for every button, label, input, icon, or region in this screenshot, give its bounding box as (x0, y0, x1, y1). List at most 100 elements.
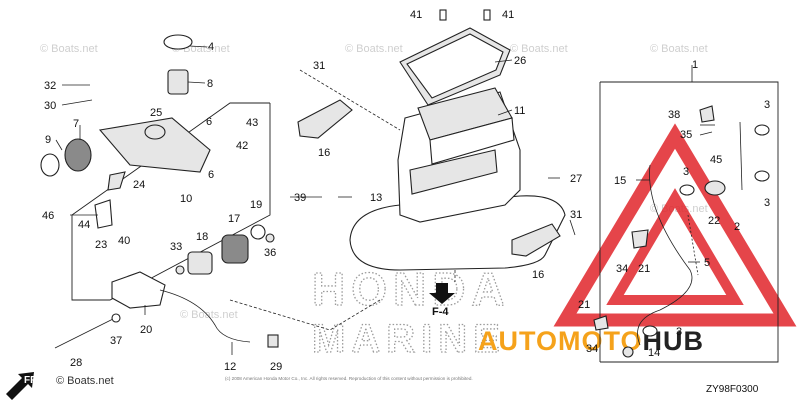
callout-16: 16 (318, 147, 330, 159)
callout-33: 33 (170, 241, 182, 253)
washer-37 (111, 313, 121, 323)
arrow-down-icon (429, 283, 455, 304)
callout-24: 24 (133, 179, 145, 191)
callout-27: 27 (570, 173, 582, 185)
grommet-7 (64, 138, 92, 172)
callout-17: 17 (228, 213, 240, 225)
callout-32: 32 (44, 80, 56, 92)
cover-16-lower (511, 223, 561, 257)
callout-15: 15 (614, 175, 626, 187)
callout-36: 36 (264, 247, 276, 259)
boats-net-watermark: © Boats.net (56, 375, 114, 387)
bolt-41b (483, 9, 491, 21)
callout-3: 3 (683, 166, 689, 178)
hose-group-frame (600, 81, 779, 363)
bolt-14 (622, 346, 634, 358)
watermark: © Boats.net (510, 43, 568, 55)
bolt-28 (54, 317, 116, 349)
callout-39: 39 (294, 192, 306, 204)
callout-18: 18 (196, 231, 208, 243)
callout-35: 35 (680, 129, 692, 141)
bolt-41a (439, 9, 447, 21)
clip-4 (163, 34, 193, 50)
clamp-9 (40, 153, 60, 177)
triangle-logo-inner (606, 188, 744, 305)
callout-21: 21 (638, 263, 650, 275)
callout-30: 30 (44, 100, 56, 112)
diagram-code: ZY98F0300 (706, 384, 759, 395)
callout-16: 16 (532, 269, 544, 281)
clip-24 (107, 171, 126, 191)
callout-21: 21 (578, 299, 590, 311)
bracket-assembly (40, 34, 211, 229)
clip-38 (699, 105, 715, 123)
watermark: © Boats.net (650, 43, 708, 55)
callout-45: 45 (710, 154, 722, 166)
callout-10: 10 (180, 193, 192, 205)
hose-assembly (593, 105, 770, 358)
callout-13: 13 (370, 192, 382, 204)
callout-28: 28 (70, 357, 82, 369)
callout-31: 31 (570, 209, 582, 221)
callout-37: 37 (110, 335, 122, 347)
gasket-inner (406, 33, 504, 99)
callout-6: 6 (208, 169, 214, 181)
callout-38: 38 (668, 109, 680, 121)
callout-40: 40 (118, 235, 130, 247)
holder-20 (111, 271, 166, 309)
nut-36 (265, 233, 275, 243)
leader-dashes (229, 69, 456, 331)
triangle-logo-outer (553, 123, 797, 327)
callout-4: 4 (208, 41, 214, 53)
oil-case-assembly (349, 27, 566, 271)
callout-14: 14 (648, 347, 660, 359)
callout-41: 41 (502, 9, 514, 21)
callout-7: 7 (73, 118, 79, 130)
reference-arrow: F-4 (429, 283, 455, 318)
callout-5: 5 (704, 257, 710, 269)
callout-29: 29 (270, 361, 282, 373)
callout-20: 20 (140, 324, 152, 336)
clip-3c (679, 184, 695, 196)
callout-31: 31 (313, 60, 325, 72)
joint-22 (704, 180, 726, 196)
callout-3: 3 (764, 197, 770, 209)
clamp-21b (593, 315, 609, 331)
clip-3a (754, 124, 770, 136)
callout-46: 46 (42, 210, 54, 222)
bolt-33 (175, 265, 185, 275)
dash-line (299, 69, 401, 131)
plug-25 (144, 124, 166, 140)
callout-42: 42 (236, 140, 248, 152)
bracket-10 (98, 117, 211, 173)
callout-11: 11 (514, 105, 525, 117)
callout-43: 43 (246, 117, 258, 129)
callout-34: 34 (586, 343, 598, 355)
reference-label: F-4 (432, 306, 449, 318)
callout-41: 41 (410, 9, 422, 21)
callout-6: 6 (206, 116, 212, 128)
bracket-23 (94, 199, 113, 229)
callout-1: 1 (692, 59, 698, 71)
callout-3: 3 (764, 99, 770, 111)
bolt-29 (267, 334, 279, 348)
callouts: 1 2 3 3 3 3 4 5 6 6 7 8 9 10 11 12 13 14… (42, 9, 770, 373)
oil-case-side (409, 149, 498, 195)
collar-18 (187, 251, 213, 275)
bracket-group-frame (71, 102, 271, 301)
hose-15 (637, 164, 693, 346)
callout-9: 9 (45, 134, 51, 146)
watermark: © Boats.net (40, 43, 98, 55)
front-indicator: FR © Boats.net (6, 372, 114, 400)
cable-12 (159, 289, 251, 343)
marine-wordmark: MARINE (312, 317, 506, 361)
callout-8: 8 (207, 78, 213, 90)
honda-marine-logo: HONDA MARINE (311, 262, 506, 361)
front-label: FR (24, 375, 38, 386)
cap-8 (167, 69, 189, 95)
clip-3b (754, 170, 770, 182)
callout-12: 12 (224, 361, 236, 373)
callout-19: 19 (250, 199, 262, 211)
clip-3d (642, 325, 658, 337)
